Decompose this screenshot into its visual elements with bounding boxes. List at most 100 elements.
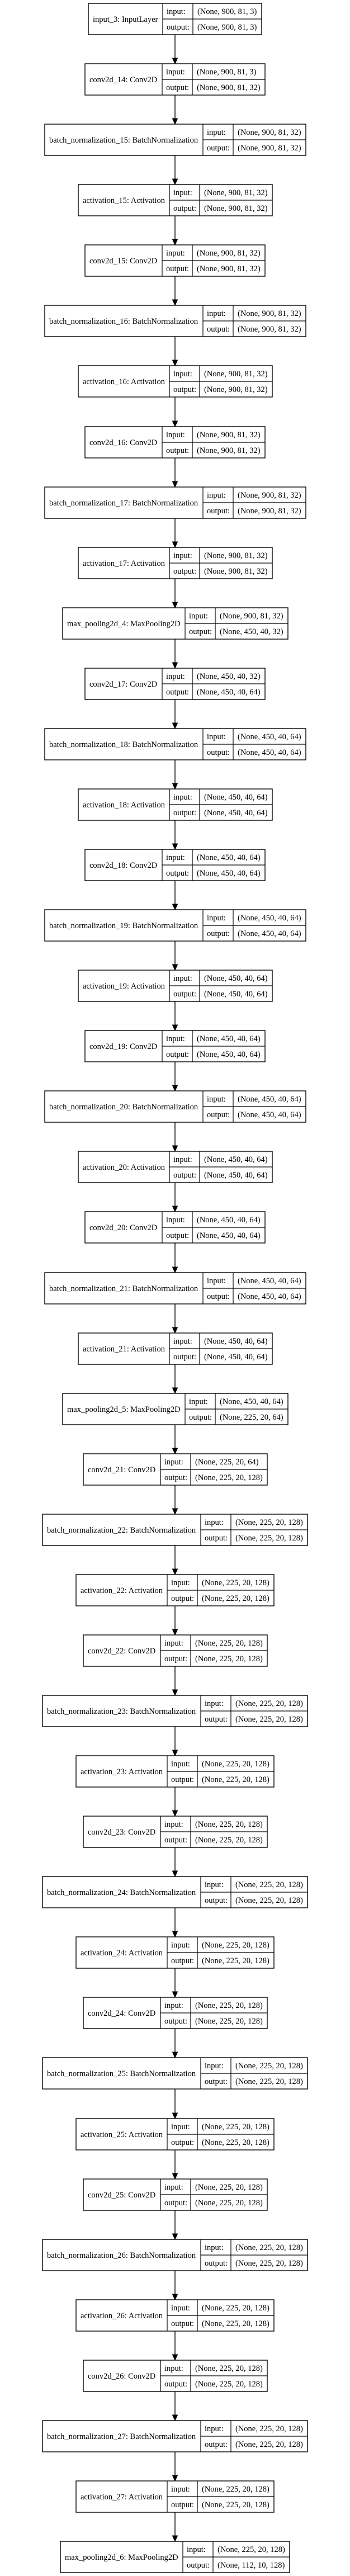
output-label: output: bbox=[166, 688, 189, 697]
output-shape: (None, 900, 81, 32) bbox=[238, 144, 301, 153]
layer-name: conv2d_19: Conv2D bbox=[89, 1042, 157, 1051]
layer-name: activation_18: Activation bbox=[83, 801, 165, 810]
input-label: input: bbox=[205, 1880, 224, 1889]
output-shape: (None, 225, 20, 128) bbox=[195, 1655, 263, 1663]
input-label: input: bbox=[205, 2062, 224, 2071]
input-shape: (None, 225, 20, 128) bbox=[202, 2123, 269, 2131]
output-shape: (None, 225, 20, 128) bbox=[202, 2501, 269, 2509]
output-shape: (None, 225, 20, 128) bbox=[202, 1594, 269, 1603]
input-label: input: bbox=[166, 1216, 185, 1225]
output-label: output: bbox=[164, 1655, 187, 1663]
input-shape: (None, 225, 20, 128) bbox=[235, 1518, 303, 1527]
edge-arrow bbox=[172, 1062, 178, 1092]
layer-name: batch_normalization_18: BatchNormalizati… bbox=[49, 740, 198, 749]
input-label: input: bbox=[166, 853, 185, 862]
output-label: output: bbox=[173, 1353, 196, 1362]
input-label: input: bbox=[207, 1095, 226, 1104]
edge-arrow bbox=[172, 1364, 178, 1395]
output-label: output: bbox=[166, 1050, 189, 1059]
input-shape: (None, 225, 20, 128) bbox=[235, 2424, 303, 2433]
input-shape: (None, 900, 81, 32) bbox=[238, 491, 301, 500]
input-shape: (None, 225, 20, 128) bbox=[235, 2243, 303, 2252]
layer-node: activation_16: Activationinput:output:(N… bbox=[78, 365, 273, 398]
layer-node: batch_normalization_25: BatchNormalizati… bbox=[42, 2057, 308, 2090]
layer-node: batch_normalization_15: BatchNormalizati… bbox=[44, 124, 306, 156]
output-shape: (None, 225, 20, 128) bbox=[202, 2138, 269, 2147]
layer-node: activation_15: Activationinput:output:(N… bbox=[78, 184, 273, 216]
output-shape: (None, 450, 40, 64) bbox=[204, 809, 268, 817]
output-label: output: bbox=[173, 385, 196, 394]
output-label: output: bbox=[167, 23, 190, 32]
edge-arrow bbox=[172, 95, 178, 125]
layer-name: batch_normalization_15: BatchNormalizati… bbox=[49, 136, 198, 145]
output-label: output: bbox=[173, 204, 196, 213]
input-label: input: bbox=[187, 2545, 206, 2554]
edge-arrow bbox=[172, 941, 178, 971]
edge-arrow bbox=[172, 1001, 178, 1032]
output-label: output: bbox=[171, 1594, 194, 1603]
edge-arrow bbox=[172, 1968, 178, 1998]
edge-arrow bbox=[172, 155, 178, 186]
edge-arrow bbox=[172, 276, 178, 306]
layer-name: activation_22: Activation bbox=[81, 1586, 163, 1595]
output-shape: (None, 450, 40, 64) bbox=[197, 1050, 261, 1059]
output-label: output: bbox=[205, 1896, 228, 1905]
edge-arrow bbox=[172, 2512, 178, 2542]
input-label: input: bbox=[207, 309, 226, 318]
output-shape: (None, 225, 20, 128) bbox=[235, 2077, 303, 2086]
input-shape: (None, 225, 20, 128) bbox=[195, 1639, 263, 1648]
input-label: input: bbox=[171, 1578, 190, 1587]
edge-arrow bbox=[172, 1243, 178, 1274]
layer-node: activation_22: Activation input: output: (N… bbox=[75, 1574, 275, 1606]
input-shape: (None, 900, 81, 32) bbox=[238, 309, 301, 318]
edge-arrow bbox=[172, 1787, 178, 1817]
edge-arrow bbox=[172, 2331, 178, 2361]
layer-name: max_pooling2d_4: MaxPooling2D bbox=[67, 620, 181, 628]
layer-node: batch_normalization_22: BatchNormalizati… bbox=[42, 1514, 308, 1546]
input-label: input: bbox=[173, 551, 192, 560]
edge-arrow bbox=[172, 1606, 178, 1636]
edge-arrow bbox=[172, 518, 178, 549]
output-shape: (None, 225, 20, 128) bbox=[195, 1473, 263, 1482]
edge-arrow bbox=[172, 1847, 178, 1878]
output-shape: (None, 450, 40, 64) bbox=[238, 748, 301, 757]
input-label: input: bbox=[167, 7, 186, 16]
output-label: output: bbox=[164, 1473, 187, 1482]
layer-name: batch_normalization_25: BatchNormalizati… bbox=[47, 2069, 196, 2078]
input-label: input: bbox=[173, 1155, 192, 1164]
input-label: input: bbox=[173, 793, 192, 802]
layer-node: batch_normalization_21: BatchNormalizati… bbox=[44, 1272, 306, 1304]
output-label: output: bbox=[189, 1413, 212, 1422]
input-shape: (None, 900, 81, 32) bbox=[197, 249, 261, 258]
input-shape: (None, 450, 40, 64) bbox=[197, 853, 261, 862]
layer-node: activation_20: Activationinput:output:(N… bbox=[78, 1151, 273, 1183]
layer-node: activation_19: Activationinput:output:(N… bbox=[78, 970, 273, 1002]
input-label: input: bbox=[189, 612, 208, 621]
layer-name: max_pooling2d_6: MaxPooling2D bbox=[65, 2553, 178, 2562]
edge-arrow bbox=[172, 2452, 178, 2482]
input-label: input: bbox=[205, 1699, 224, 1708]
input-shape: (None, 900, 81, 32) bbox=[238, 128, 301, 137]
output-label: output: bbox=[205, 2077, 228, 2086]
layer-name: activation_23: Activation bbox=[81, 1767, 163, 1776]
output-shape: (None, 450, 40, 32) bbox=[220, 627, 283, 636]
layer-name: batch_normalization_24: BatchNormalizati… bbox=[47, 1888, 196, 1897]
output-label: output: bbox=[205, 2440, 228, 2449]
layer-node: activation_18: Activationinput:output:(N… bbox=[78, 788, 273, 821]
input-shape: (None, 900, 81, 3) bbox=[197, 68, 256, 77]
layer-name: input_3: InputLayer bbox=[93, 15, 158, 24]
edge-arrow bbox=[172, 1183, 178, 1213]
edge-arrow bbox=[172, 216, 178, 246]
output-label: output: bbox=[166, 446, 189, 455]
input-label: input: bbox=[207, 491, 226, 500]
edge-arrow bbox=[172, 2271, 178, 2301]
layer-name: conv2d_23: Conv2D bbox=[88, 1828, 155, 1837]
output-label: output: bbox=[207, 144, 230, 153]
output-label: output: bbox=[164, 2380, 187, 2389]
